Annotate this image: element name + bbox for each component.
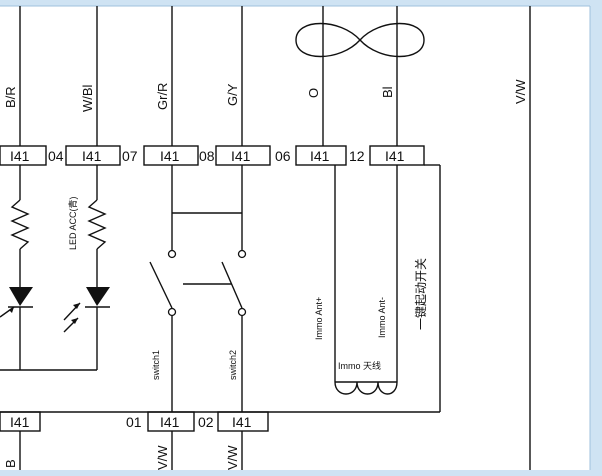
bottom-pin-3: I41: [232, 414, 252, 430]
immo-antenna-coil: [334, 381, 398, 395]
switch2-lever: [221, 261, 243, 309]
top-num-12: 12: [349, 148, 365, 164]
top-pin-3: I41: [160, 148, 180, 164]
switch1-bottom-contact: [167, 307, 177, 317]
bottom-pin-2: I41: [160, 414, 180, 430]
label-one-key-start: 一键起动开关: [414, 258, 428, 330]
switch1-top-contact: [167, 249, 177, 259]
top-pin-2: I41: [82, 148, 102, 164]
label-switch2: switch2: [228, 350, 238, 380]
top-num-06: 06: [275, 148, 291, 164]
resistor-left: [10, 199, 30, 250]
top-frame-band: [0, 0, 602, 6]
label-led-acc: LED ACC(青): [67, 196, 78, 250]
label-switch1: switch1: [151, 350, 161, 380]
switch1-lever: [149, 261, 173, 309]
label-vw: V/W: [513, 79, 528, 104]
label-bottom-vw-2: V/W: [225, 445, 240, 470]
bottom-num-02: 02: [198, 414, 214, 430]
top-connector: I41 I41 I41 I41 I41 I41 04 07 08 06 12: [0, 145, 425, 166]
top-num-08: 08: [199, 148, 215, 164]
led-acc-diode: [86, 287, 110, 306]
label-grr: Gr/R: [155, 83, 170, 110]
label-br: B/R: [3, 86, 18, 108]
label-bottom-b: B: [3, 459, 18, 468]
label-bottom-vw-1: V/W: [155, 445, 170, 470]
top-pin-6: I41: [385, 148, 405, 164]
switch2-bottom-contact: [237, 307, 247, 317]
bottom-pin-1: I41: [10, 414, 30, 430]
switch2-top-contact: [237, 249, 247, 259]
top-pin-4: I41: [231, 148, 251, 164]
bottom-connector: I41 I41 I41 01 02: [0, 411, 269, 432]
led-left-diode: [9, 287, 33, 306]
top-pin-1: I41: [10, 148, 30, 164]
label-immo-antenna: Immo 天线: [338, 360, 381, 371]
antenna-infinity-symbol: [295, 22, 425, 58]
label-immo-ant-plus: Immo Ant+: [314, 297, 324, 340]
label-immo-ant-minus: Immo Ant-: [377, 297, 387, 338]
resistor-led-acc: [87, 199, 107, 250]
label-bl: Bl: [380, 86, 395, 98]
top-num-04: 04: [48, 148, 64, 164]
label-wbl: W/Bl: [80, 84, 95, 112]
right-frame-band: [590, 0, 602, 476]
bottom-num-01: 01: [126, 414, 142, 430]
label-gy: G/Y: [225, 83, 240, 106]
label-o: O: [306, 88, 321, 98]
top-num-07: 07: [122, 148, 138, 164]
bottom-frame-band: [0, 470, 602, 476]
top-pin-5: I41: [310, 148, 330, 164]
